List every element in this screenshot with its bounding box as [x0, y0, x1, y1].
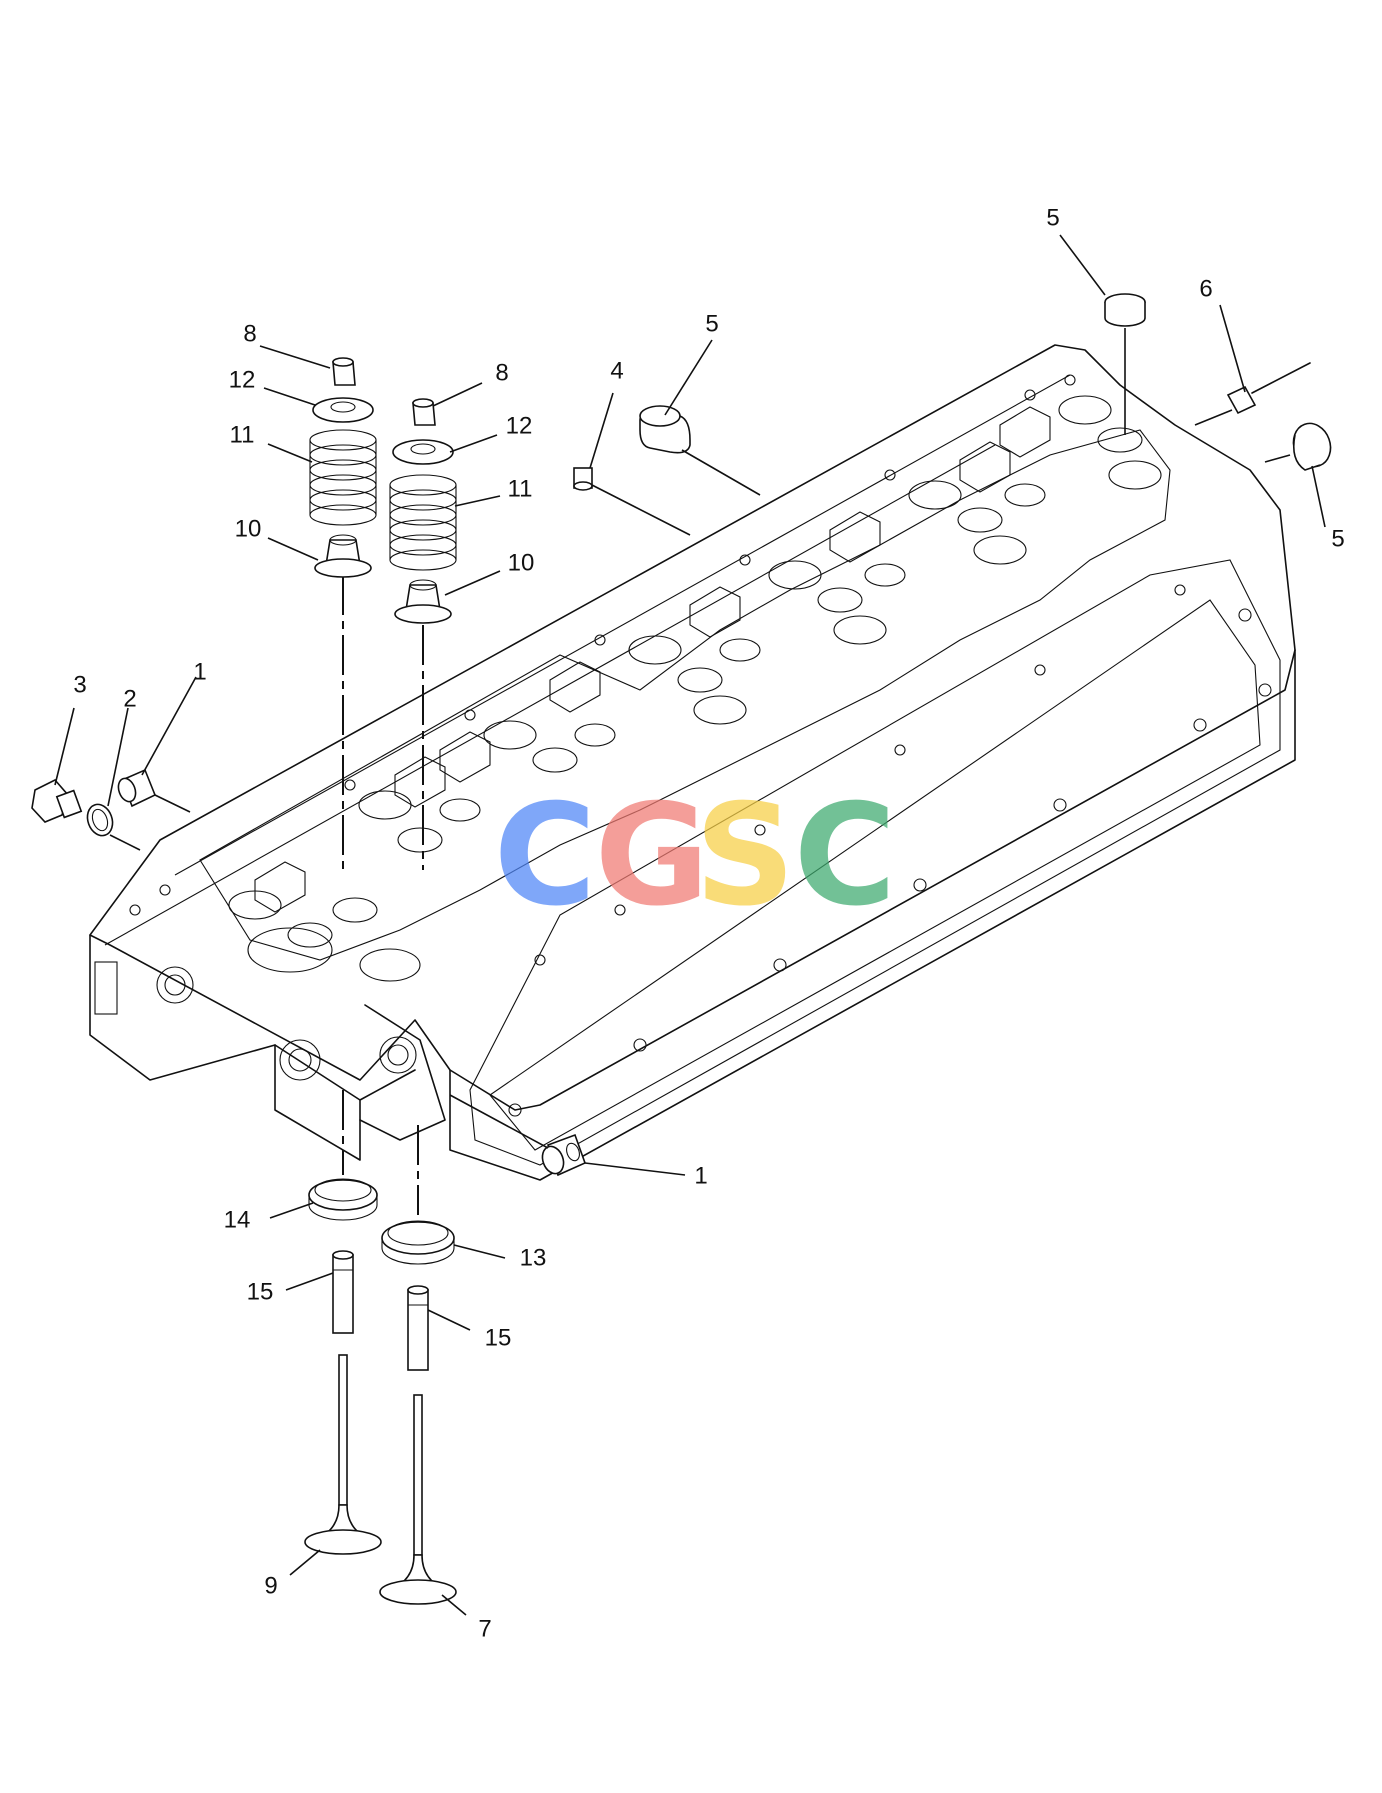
callout-12-right: 12 [506, 412, 533, 439]
cylinder-head [89, 344, 1296, 1181]
left-valve-stack [304, 357, 382, 1555]
valve-left [304, 1354, 382, 1555]
valve-rotator-left [312, 397, 374, 423]
cup-plug-part-4 [573, 467, 593, 491]
watermark-letter-c2: C [794, 775, 897, 938]
callout-13: 13 [520, 1244, 547, 1271]
leader-lines [54, 234, 1326, 1616]
valve-seat-insert-left [308, 1178, 378, 1221]
plug-part-1-bottom [541, 1133, 587, 1177]
callout-2: 2 [123, 685, 136, 712]
plug-part-3 [31, 779, 83, 823]
valve-rotator-right [392, 439, 454, 465]
deck-details [129, 374, 1272, 1117]
watermark-logo: C G S C [494, 775, 897, 938]
o-ring-part-2 [86, 803, 114, 837]
callout-8-right: 8 [495, 359, 508, 386]
callout-10-right: 10 [508, 549, 535, 576]
right-valve-stack [379, 398, 457, 1605]
watermark-letter-c1: C [494, 775, 597, 938]
valve-spring-right [389, 474, 457, 571]
callout-3: 3 [73, 671, 86, 698]
valve-spring-left [309, 429, 377, 526]
cup-plug-part-5-right [1292, 422, 1332, 471]
callout-15-left: 15 [247, 1278, 274, 1305]
callout-9: 9 [264, 1572, 277, 1599]
callout-5-mid: 5 [705, 310, 718, 337]
cup-plug-part-5-mid [639, 405, 691, 454]
dowel-pin-part-6 [1226, 362, 1311, 415]
cup-plug-part-5-top [1104, 293, 1146, 327]
callout-5-top: 5 [1046, 204, 1059, 231]
valve-seat-insert-right [381, 1220, 455, 1265]
plug-part-1-left [117, 768, 157, 808]
callout-15-right: 15 [485, 1324, 512, 1351]
callout-1-bottom: 1 [694, 1162, 707, 1189]
callout-8-left: 8 [243, 320, 256, 347]
callout-7: 7 [478, 1615, 491, 1642]
callout-14: 14 [224, 1206, 251, 1233]
valve-right [379, 1394, 457, 1605]
callout-4: 4 [610, 357, 623, 384]
callout-1-left: 1 [193, 658, 206, 685]
callout-10-left: 10 [235, 515, 262, 542]
callout-5-right: 5 [1331, 525, 1344, 552]
callout-6: 6 [1199, 275, 1212, 302]
valve-guide-right [407, 1285, 429, 1371]
callout-11-left: 11 [230, 421, 255, 448]
watermark-letter-s: S [695, 775, 796, 938]
valve-guide-left [332, 1250, 354, 1334]
callout-11-right: 11 [508, 475, 533, 502]
watermark-letter-g: G [595, 775, 710, 938]
callout-12-left: 12 [229, 366, 256, 393]
callout-labels: 8 12 11 10 8 12 11 10 3 2 1 4 5 5 6 5 1 … [73, 204, 1344, 1642]
